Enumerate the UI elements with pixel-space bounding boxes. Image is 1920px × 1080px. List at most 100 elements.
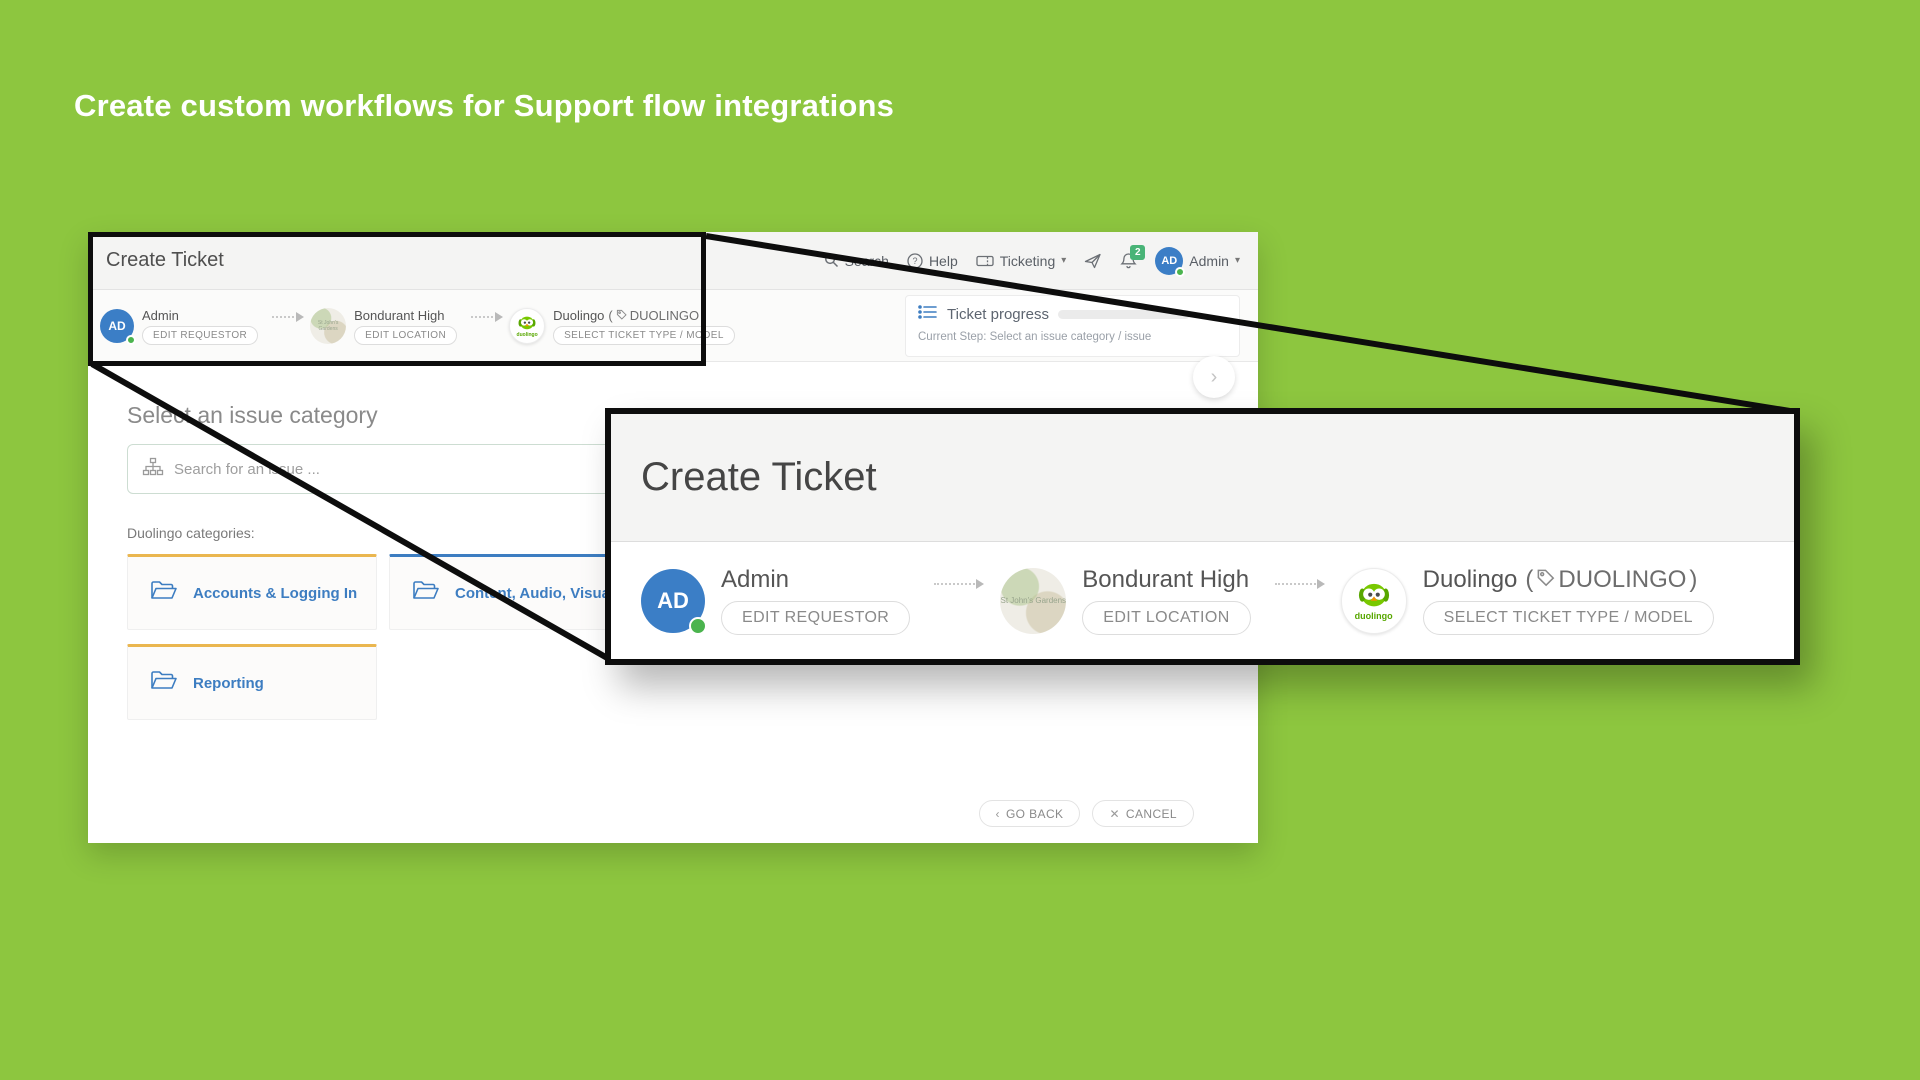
nav-ticketing[interactable]: Ticketing ▾ bbox=[976, 252, 1067, 269]
step-arrow-icon bbox=[272, 312, 305, 322]
step-asset-name: Duolingo ( DUOLINGO ) bbox=[1423, 566, 1714, 594]
nav-search[interactable]: Search bbox=[824, 253, 889, 269]
content-heading: Select an issue category bbox=[127, 402, 378, 428]
chevron-down-icon: ▾ bbox=[1234, 255, 1240, 266]
status-dot bbox=[126, 335, 136, 345]
category-card-content[interactable]: Content, Audio, Visual bbox=[389, 554, 639, 630]
nav-user-name: Admin bbox=[1189, 252, 1229, 269]
category-card-reporting[interactable]: Reporting bbox=[127, 644, 377, 720]
nav-notifications[interactable]: 2 bbox=[1120, 244, 1146, 270]
step-location-name: Bondurant High bbox=[354, 307, 445, 323]
categories-label: Duolingo categories: bbox=[127, 525, 255, 541]
step-requestor-name: Admin bbox=[142, 307, 179, 323]
ticket-progress-card: Ticket progress Current Step: Select an … bbox=[905, 295, 1240, 357]
edit-requestor-button[interactable]: EDIT REQUESTOR bbox=[721, 601, 911, 635]
avatar: AD bbox=[641, 568, 707, 635]
step-asset-name: Duolingo ( DUOLINGO ) bbox=[553, 308, 735, 323]
avatar-initials: AD bbox=[1161, 254, 1178, 267]
duolingo-logo-caption: duolingo bbox=[516, 331, 538, 338]
step-requestor: AD Admin EDIT REQUESTOR bbox=[100, 307, 259, 345]
select-ticket-type-button[interactable]: SELECT TICKET TYPE / MODEL bbox=[1422, 601, 1714, 635]
window-header: Create Ticket Search ? Help bbox=[88, 232, 1258, 290]
category-label: Accounts & Logging In bbox=[193, 584, 358, 602]
folder-icon bbox=[150, 670, 178, 697]
category-card-accounts[interactable]: Accounts & Logging In bbox=[127, 554, 377, 630]
location-thumbnail: St John's Gardens bbox=[310, 308, 347, 344]
avatar-initials: AD bbox=[108, 319, 126, 333]
edit-requestor-button[interactable]: EDIT REQUESTOR bbox=[142, 325, 259, 345]
location-caption: St John's Gardens bbox=[317, 320, 339, 332]
duolingo-logo: duolingo bbox=[509, 308, 546, 344]
category-label: Reporting bbox=[193, 674, 264, 692]
tag-label: DUOLINGO bbox=[1558, 566, 1687, 593]
send-icon bbox=[1084, 253, 1102, 269]
nav-search-label: Search bbox=[844, 252, 889, 269]
asset-tag: ( DUOLINGO ) bbox=[1525, 566, 1698, 594]
cancel-label: CANCEL bbox=[1125, 806, 1177, 821]
top-nav: Search ? Help Ticketing ▾ bbox=[824, 244, 1240, 277]
duolingo-logo-caption: duolingo bbox=[1354, 610, 1393, 621]
edit-location-button[interactable]: EDIT LOCATION bbox=[1082, 601, 1251, 635]
svg-text:?: ? bbox=[912, 256, 917, 266]
tag-label: DUOLINGO bbox=[629, 307, 700, 323]
go-back-button[interactable]: ‹ GO BACK bbox=[978, 800, 1081, 827]
step-location: St John's Gardens Bondurant High EDIT LO… bbox=[310, 307, 458, 345]
avatar: AD bbox=[100, 309, 136, 345]
progress-bar bbox=[1057, 310, 1190, 319]
search-icon bbox=[824, 253, 839, 268]
avatar-initials: AD bbox=[657, 587, 689, 613]
asset-name: Duolingo bbox=[1422, 566, 1518, 593]
status-dot bbox=[1175, 266, 1186, 277]
tag-icon bbox=[616, 308, 627, 323]
current-step-text: Current Step: Select an issue category /… bbox=[918, 331, 1152, 343]
category-label: Content, Audio, Visual bbox=[455, 584, 615, 602]
nav-help-label: Help bbox=[928, 252, 958, 269]
select-ticket-type-button[interactable]: SELECT TICKET TYPE / MODEL bbox=[553, 325, 735, 345]
edit-location-button[interactable]: EDIT LOCATION bbox=[354, 325, 458, 345]
step-requestor-name: Admin bbox=[721, 566, 790, 593]
workflow-steps: AD Admin EDIT REQUESTOR St John's Garden… bbox=[100, 290, 735, 362]
nav-help[interactable]: ? Help bbox=[907, 253, 958, 269]
nav-ticketing-label: Ticketing bbox=[999, 252, 1056, 269]
collapse-progress-button[interactable]: › bbox=[1193, 356, 1235, 398]
go-back-label: GO BACK bbox=[1005, 806, 1064, 821]
duolingo-logo: duolingo bbox=[1340, 567, 1407, 634]
location-caption: St John's Gardens bbox=[1000, 596, 1067, 605]
page-title: Create custom workflows for Support flow… bbox=[74, 88, 895, 123]
callout-title: Create Ticket bbox=[611, 414, 1794, 542]
progress-label: Ticket progress bbox=[947, 306, 1049, 323]
status-dot bbox=[689, 616, 707, 635]
location-thumbnail: St John's Gardens bbox=[1000, 567, 1067, 634]
step-asset: duolingo Duolingo ( DUOLINGO ) bbox=[509, 308, 735, 345]
asset-name: Duolingo bbox=[553, 307, 605, 323]
window-footer: ‹ GO BACK ✕ CANCEL bbox=[978, 800, 1194, 827]
folder-icon bbox=[150, 580, 178, 607]
nav-send[interactable] bbox=[1084, 253, 1102, 269]
step-location: St John's Gardens Bondurant High EDIT LO… bbox=[1000, 566, 1251, 635]
asset-tag: ( DUOLINGO ) bbox=[608, 307, 707, 323]
owl-icon bbox=[518, 316, 536, 329]
chevron-left-icon: ‹ bbox=[995, 806, 1000, 821]
step-arrow-icon bbox=[471, 312, 504, 322]
step-requestor: AD Admin EDIT REQUESTOR bbox=[641, 566, 911, 635]
help-icon: ? bbox=[907, 252, 923, 269]
cancel-button[interactable]: ✕ CANCEL bbox=[1092, 800, 1194, 827]
zoom-callout: Create Ticket AD Admin EDIT REQUESTOR St… bbox=[605, 408, 1800, 665]
close-icon: ✕ bbox=[1109, 806, 1120, 821]
notification-badge: 2 bbox=[1130, 244, 1146, 260]
tag-icon bbox=[1536, 566, 1555, 594]
step-arrow-icon bbox=[934, 578, 985, 589]
step-arrow-icon bbox=[1274, 578, 1325, 589]
nav-user-menu[interactable]: AD Admin ▾ bbox=[1155, 246, 1240, 277]
workflow-steps-band: AD Admin EDIT REQUESTOR St John's Garden… bbox=[88, 290, 1258, 398]
chevron-down-icon: ▾ bbox=[1061, 255, 1067, 266]
owl-icon bbox=[1358, 583, 1389, 606]
window-title: Create Ticket bbox=[106, 249, 224, 271]
hierarchy-icon bbox=[142, 457, 164, 482]
progress-list-icon bbox=[918, 304, 938, 325]
callout-workflow-steps: AD Admin EDIT REQUESTOR St John's Garden… bbox=[611, 542, 1794, 659]
folder-icon bbox=[412, 580, 440, 607]
step-location-name: Bondurant High bbox=[1082, 566, 1250, 593]
step-asset: duolingo Duolingo ( DUOLINGO ) bbox=[1340, 566, 1714, 635]
